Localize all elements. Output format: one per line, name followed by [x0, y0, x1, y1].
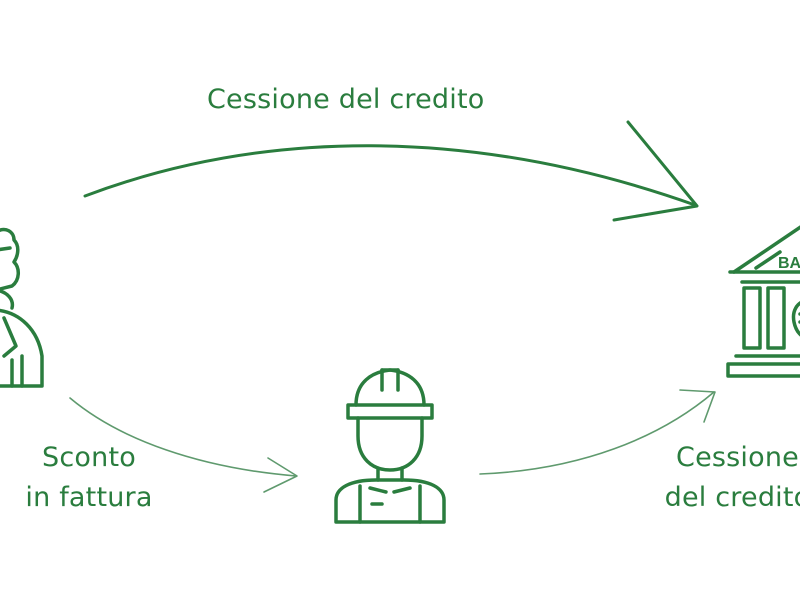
right-flow-label-line2: del credito	[664, 482, 800, 513]
right-flow-label: Cessione del credito	[650, 438, 800, 518]
bank-sign-text: BA	[778, 255, 800, 272]
bank-icon	[726, 225, 800, 378]
top-flow-label: Cessione del credito	[207, 84, 485, 115]
left-flow-label-line2: in fattura	[25, 482, 153, 513]
left-arrow	[69, 397, 298, 493]
left-flow-label: Sconto in fattura	[14, 438, 164, 518]
right-arrow	[479, 389, 716, 475]
construction-worker-icon	[334, 368, 446, 524]
homeowner-icon	[0, 227, 44, 388]
left-flow-label-line1: Sconto	[42, 442, 136, 473]
right-flow-label-line1: Cessione	[676, 442, 799, 473]
top-arrow	[83, 120, 699, 222]
